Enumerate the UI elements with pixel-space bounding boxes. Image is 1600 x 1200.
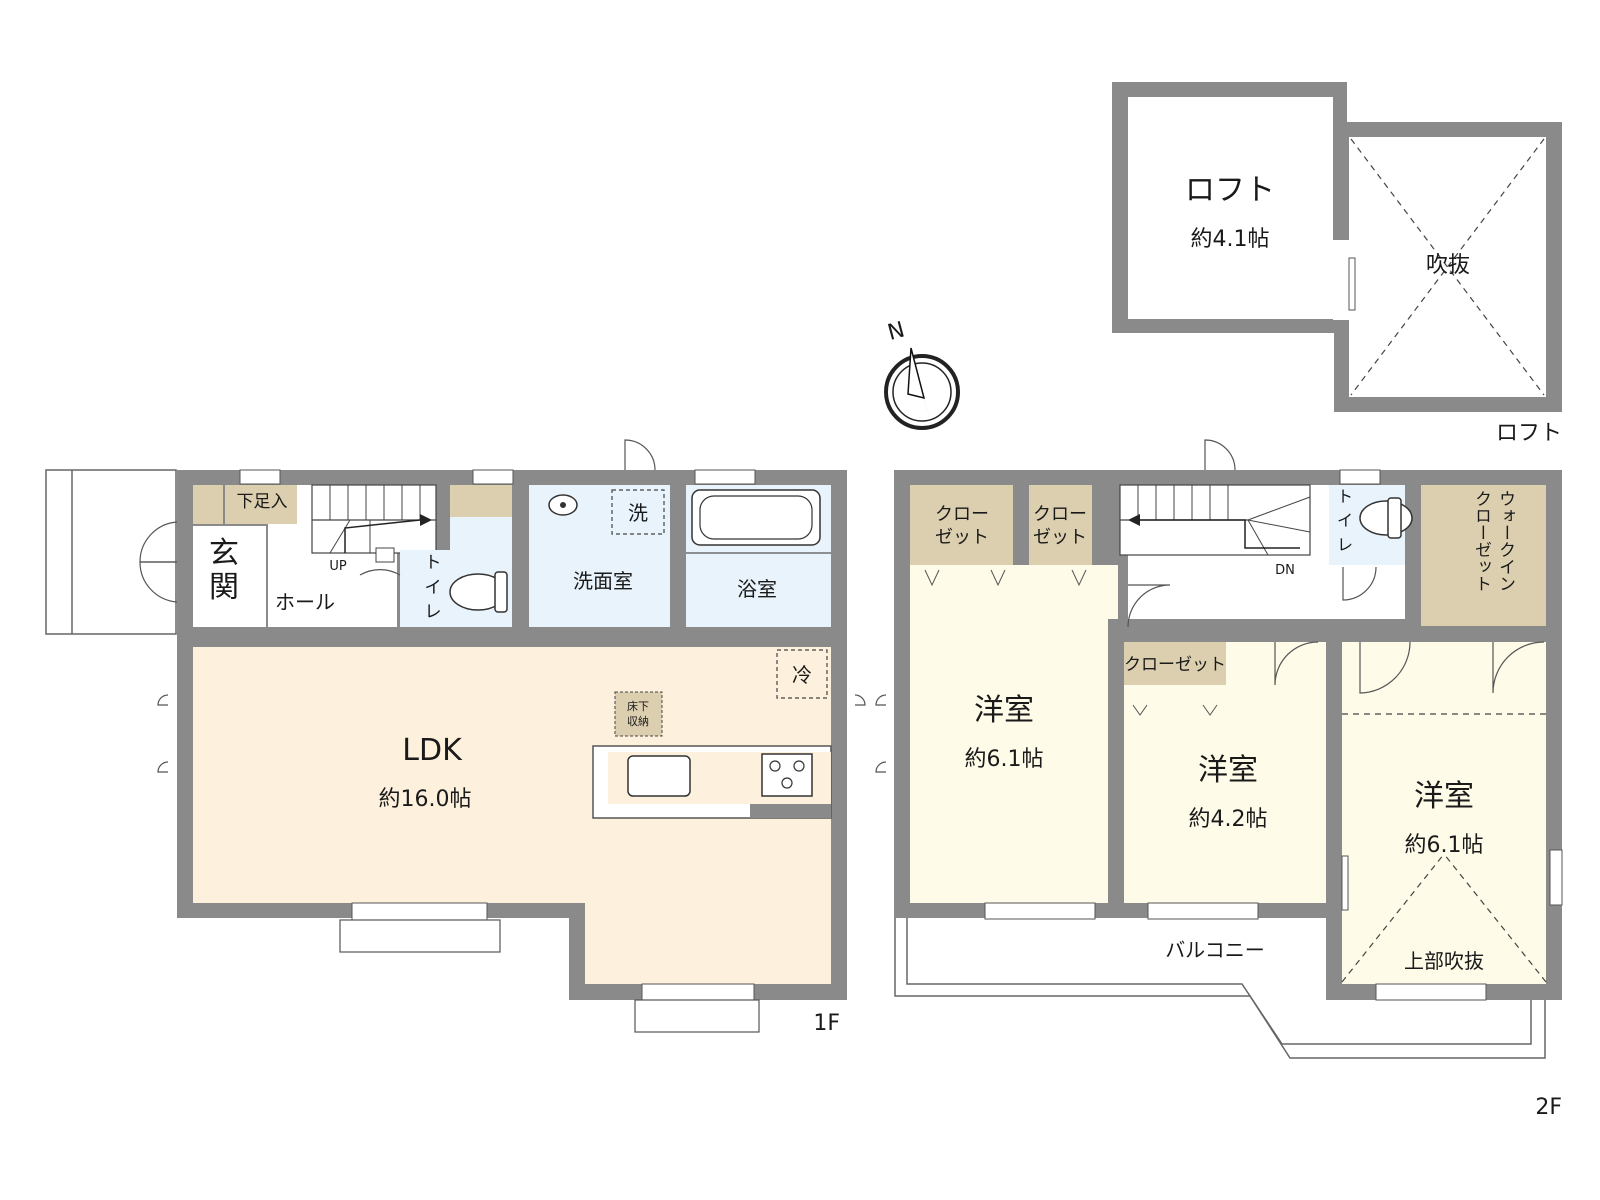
closet-1 — [910, 485, 1013, 565]
first-toilet-label-3: レ — [425, 602, 442, 622]
second-toilet-label-2: イ — [1337, 511, 1353, 530]
closet-2 — [1029, 485, 1092, 565]
compass: N — [884, 318, 960, 440]
second-toilet-label-1: ト — [1337, 487, 1353, 506]
closet-2-label-2: ゼット — [1033, 527, 1087, 548]
second-floor: DN 洋室 約6.1帖 洋室 約4.2帖 洋室 約6.1帖 上部吹抜 クロー ゼ… — [875, 439, 1563, 1120]
first-floor-label: 1F — [813, 1011, 840, 1036]
western-room-2-size: 約4.2帖 — [1189, 807, 1268, 832]
underfloor-storage — [614, 691, 663, 737]
sink-icon — [627, 755, 691, 797]
shoe-storage — [193, 485, 297, 524]
loft-name: ロフト — [1185, 173, 1275, 208]
loft-room — [1128, 97, 1333, 319]
balcony-label: バルコニー — [1165, 938, 1265, 962]
washer-label: 洗 — [628, 501, 648, 525]
loft-floor: ロフト 約4.1帖 吹抜 ロフト — [1112, 82, 1562, 446]
western-room-3 — [1342, 642, 1546, 984]
closet-2-label-1: クロー — [1033, 504, 1087, 525]
washroom-label: 洗面室 — [573, 569, 633, 593]
stairs-up-label: UP — [329, 559, 347, 574]
stairs-down: DN — [1119, 484, 1311, 578]
western-room-3-name: 洋室 — [1414, 779, 1474, 814]
first-toilet-label-2: イ — [425, 578, 442, 598]
western-room-2 — [1124, 642, 1326, 903]
closet-1-label-2: ゼット — [935, 527, 989, 548]
western-room-3-size: 約6.1帖 — [1405, 833, 1484, 858]
second-toilet-label-3: レ — [1337, 535, 1353, 554]
western-room-3-note: 上部吹抜 — [1404, 949, 1484, 973]
walkin-label-1: ウォークイン — [1495, 490, 1515, 592]
genkan-label-1: 玄 — [209, 536, 239, 571]
ldk-name: LDK — [402, 733, 463, 768]
fridge-label: 冷 — [792, 663, 812, 687]
underfloor-label-2: 収納 — [627, 715, 649, 728]
stairs-down-label: DN — [1275, 563, 1295, 578]
loft-size: 約4.1帖 — [1191, 227, 1270, 252]
underfloor-label-1: 床下 — [627, 699, 649, 713]
loft-void-label: 吹抜 — [1426, 253, 1470, 278]
western-room-1-size: 約6.1帖 — [965, 747, 1044, 772]
bathroom-label: 浴室 — [737, 577, 777, 601]
first-floor: UP — [45, 439, 866, 1036]
ldk-room — [193, 647, 831, 984]
second-floor-label: 2F — [1535, 1095, 1562, 1120]
western-room-1-name: 洋室 — [974, 693, 1034, 728]
walkin-label-2: クローゼット — [1471, 490, 1491, 592]
stairs-up: UP — [311, 484, 437, 574]
loft-floor-label: ロフト — [1496, 421, 1562, 446]
stove-icon — [761, 753, 813, 797]
fridge-space — [776, 649, 828, 699]
western-room-1 — [910, 565, 1118, 903]
shoe-storage-label: 下足入 — [237, 492, 288, 512]
ldk-size: 約16.0帖 — [379, 787, 472, 812]
genkan-room — [193, 526, 266, 627]
western-room-2-name: 洋室 — [1198, 753, 1258, 788]
genkan-label-2: 関 — [209, 570, 239, 605]
washer-space — [611, 489, 665, 535]
hall-label: ホール — [275, 590, 335, 614]
closet-3 — [1124, 642, 1226, 685]
walkin-closet — [1421, 485, 1546, 626]
closet-3-label: クローゼット — [1124, 655, 1226, 675]
closet-1-label-1: クロー — [935, 504, 989, 525]
first-toilet-label-1: ト — [425, 553, 442, 573]
first-floor-toilet-shelf — [450, 485, 512, 517]
porch — [45, 469, 177, 635]
compass-north-label: N — [885, 318, 907, 346]
